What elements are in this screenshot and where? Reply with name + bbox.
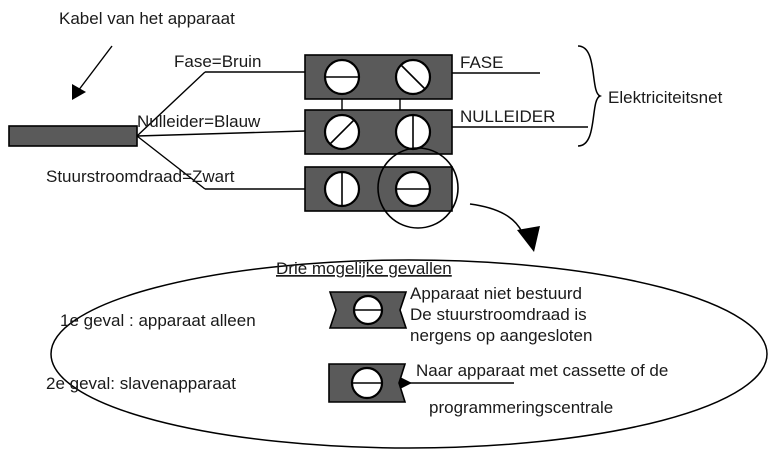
detail-arrow [469,203,540,252]
cases-title: Drie mogelijke gevallen [276,259,452,278]
case2-terminal [328,363,514,403]
case1-note-line1: Apparaat niet bestuurd [410,284,582,303]
phase-label: FASE [460,53,503,72]
case1-terminal [328,291,408,329]
case1-label: 1e geval : apparaat alleen [60,311,256,330]
device-cable [8,125,138,147]
case2-note-line1: Naar apparaat met cassette of de [416,361,668,380]
case1-note-line2: De stuurstroomdraad is [410,305,587,324]
magnifier-circle [377,147,459,229]
grid-label: Elektriciteitsnet [608,88,723,107]
case2-note-line2: programmeringscentrale [429,398,613,417]
neutral-wire-label: Nulleider=Blauw [137,112,261,131]
case2-label: 2e geval: slavenapparaat [46,374,236,393]
phase-wire-label: Fase=Bruin [174,52,261,71]
terminal-block-neutral [304,109,453,155]
terminal-block-phase [304,54,453,100]
control-wire-label: Stuurstroomdraad=Zwart [46,167,235,186]
wire-fan [136,71,306,190]
cases-ellipse [50,259,768,449]
case1-note-line3: nergens op aangesloten [410,326,592,345]
cable-arrow [72,45,113,100]
neutral-label: NULLEIDER [460,107,555,126]
cable-label: Kabel van het apparaat [59,9,235,28]
grid-brace [577,45,602,147]
